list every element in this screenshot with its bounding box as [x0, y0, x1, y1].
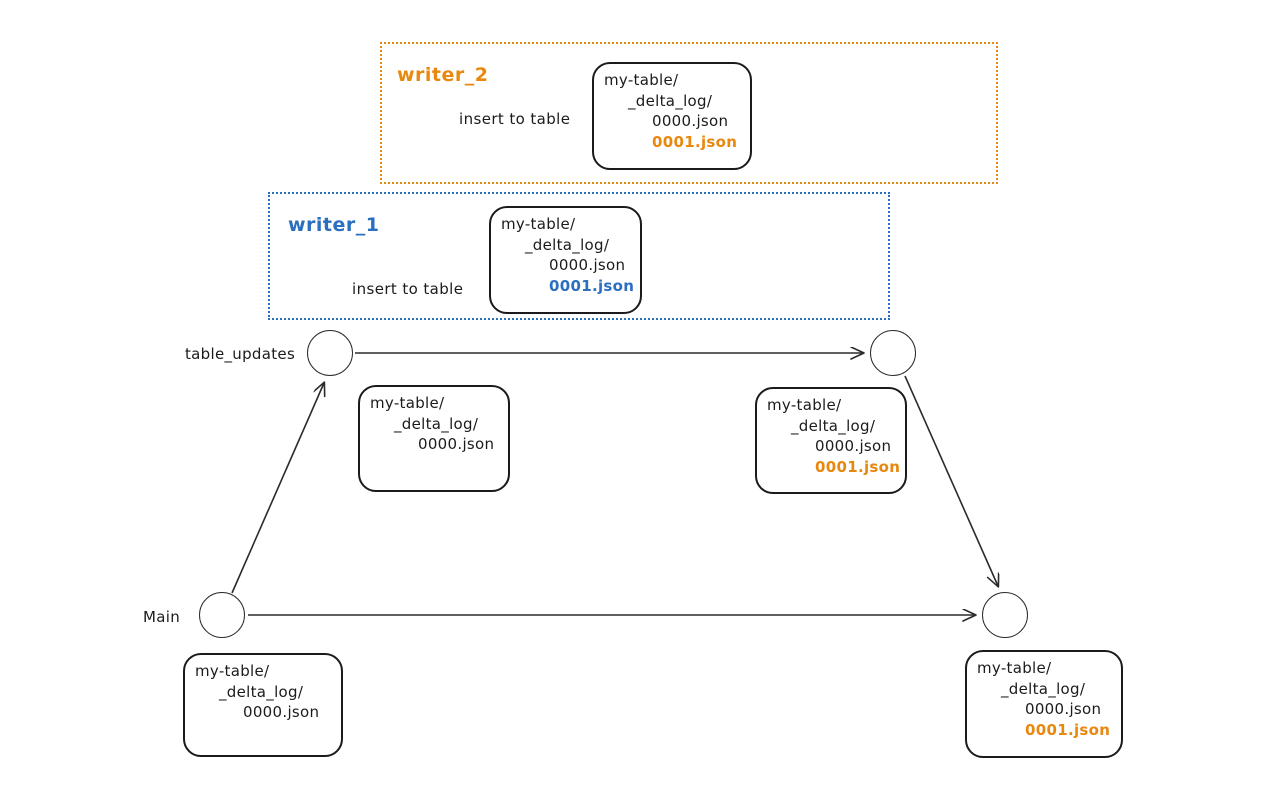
file-line-new-commit: 0001.json [815, 458, 901, 477]
file-box-table-updates-start: my-table/ _delta_log/ 0000.json [358, 385, 510, 492]
file-line: 0000.json [1025, 700, 1102, 719]
writer-title-writer_2: writer_2 [397, 64, 489, 86]
file-line: _delta_log/ [219, 682, 304, 701]
commit-node-table-updates-start[interactable] [307, 330, 353, 376]
file-line: 0000.json [549, 256, 626, 275]
edge-branch-main-to-table-updates [231, 383, 324, 594]
writer-title-writer_1: writer_1 [288, 214, 380, 236]
file-line: _delta_log/ [791, 416, 876, 435]
writer-action-label-writer_2: insert to table [459, 110, 571, 128]
file-line-new-commit: 0001.json [549, 277, 635, 296]
writer-group-writer_2 [380, 42, 998, 184]
file-line: my-table/ [501, 215, 576, 233]
file-box-main-end: my-table/ _delta_log/ 0000.json 0001.jso… [965, 650, 1123, 758]
file-line: _delta_log/ [525, 235, 610, 254]
file-line: my-table/ [195, 662, 270, 680]
file-line: 0000.json [418, 435, 495, 454]
file-line: _delta_log/ [1001, 679, 1086, 698]
file-line-new-commit: 0001.json [1025, 721, 1111, 740]
file-line: my-table/ [370, 394, 445, 412]
branch-label-main: Main [143, 608, 181, 626]
commit-node-main-end[interactable] [982, 592, 1028, 638]
commit-node-main-start[interactable] [199, 592, 245, 638]
file-line: my-table/ [767, 396, 842, 414]
file-line: my-table/ [977, 659, 1052, 677]
file-line: 0000.json [243, 703, 320, 722]
file-box-main-start: my-table/ _delta_log/ 0000.json [183, 653, 343, 757]
file-box-table-updates-end: my-table/ _delta_log/ 0000.json 0001.jso… [755, 387, 907, 494]
writer-group-writer_1 [268, 192, 890, 320]
file-box-writer_2: my-table/ _delta_log/ 0000.json 0001.jso… [592, 62, 752, 170]
file-line-new-commit: 0001.json [652, 133, 738, 152]
file-line: my-table/ [604, 71, 679, 89]
branch-label-table-updates: table_updates [185, 345, 296, 363]
file-box-writer_1: my-table/ _delta_log/ 0000.json 0001.jso… [489, 206, 642, 314]
commit-node-table-updates-end[interactable] [870, 330, 916, 376]
file-line: _delta_log/ [394, 414, 479, 433]
file-line: _delta_log/ [628, 91, 713, 110]
edge-merge-table-updates-to-main [904, 375, 998, 586]
file-line: 0000.json [815, 437, 892, 456]
writer-action-label-writer_1: insert to table [352, 280, 464, 298]
file-line: 0000.json [652, 112, 729, 131]
